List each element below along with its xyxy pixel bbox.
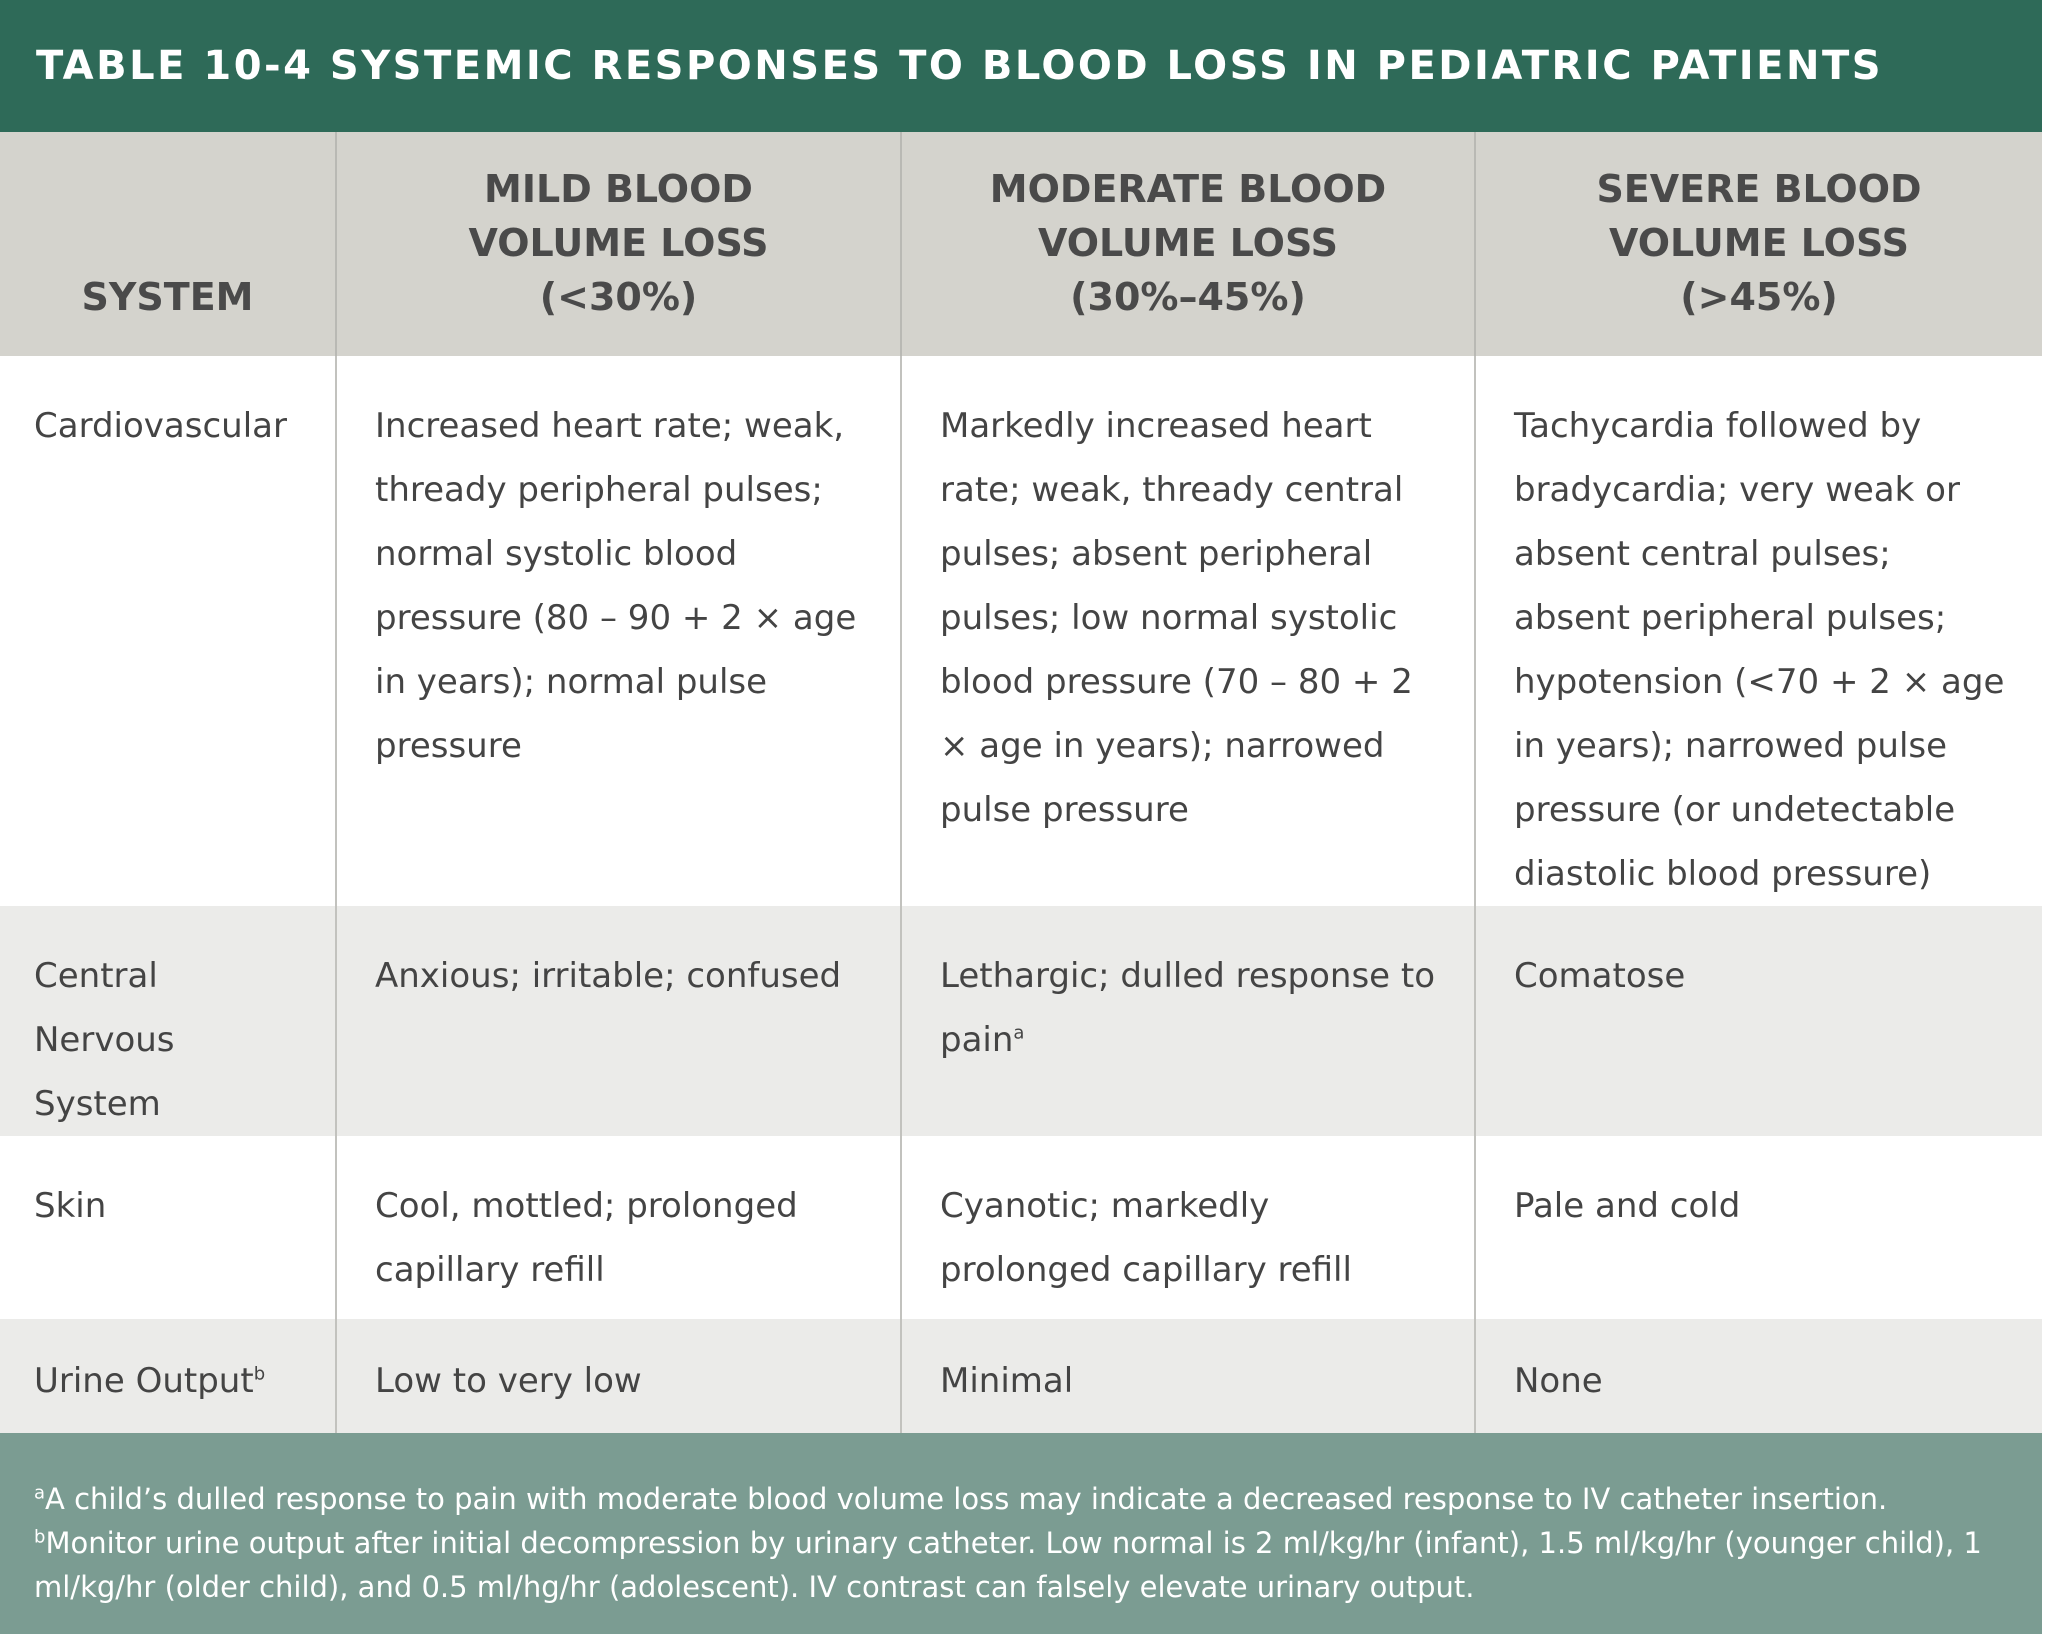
blood-loss-table: SYSTEM MILD BLOOD VOLUME LOSS (<30%) MOD…	[0, 132, 2042, 1433]
footnote-a-mark: a	[34, 1482, 46, 1504]
footnotes: aA child’s dulled response to pain with …	[0, 1433, 2042, 1634]
cell-system-urine-text: Urine Output	[34, 1361, 254, 1401]
footnote-a-text: A child’s dulled response to pain with m…	[45, 1482, 1888, 1516]
header-moderate-line3: (30%–45%)	[1070, 275, 1306, 319]
footnote-marker-a: a	[1013, 1022, 1025, 1044]
cell-system-skin: Skin	[0, 1136, 337, 1319]
header-moderate-line1: MODERATE BLOOD	[989, 167, 1387, 211]
footnote-b-mark: b	[34, 1526, 46, 1548]
header-mild-line1: MILD BLOOD	[484, 167, 753, 211]
cell-system-urine: Urine Outputb	[0, 1319, 337, 1433]
footnote-a: aA child’s dulled response to pain with …	[34, 1477, 2006, 1521]
cell-mild-cardiovascular: Increased heart rate; weak, thready peri…	[336, 356, 902, 906]
header-severe: SEVERE BLOOD VOLUME LOSS (>45%)	[1475, 132, 2042, 356]
cell-system-cardiovascular: Cardiovascular	[0, 356, 337, 906]
header-moderate: MODERATE BLOOD VOLUME LOSS (30%–45%)	[901, 132, 1476, 356]
footnote-b: bMonitor urine output after initial deco…	[34, 1521, 2006, 1609]
cell-mild-cns: Anxious; irritable; confused	[336, 906, 902, 1136]
cell-severe-cardiovascular: Tachycardia followed by bradycardia; ver…	[1475, 356, 2042, 906]
table-title: TABLE 10-4 SYSTEMIC RESPONSES TO BLOOD L…	[0, 0, 2042, 132]
table-row-skin: Skin Cool, mottled; prolonged capillary …	[0, 1136, 2042, 1319]
header-severe-line1: SEVERE BLOOD	[1596, 167, 1922, 211]
footnote-b-text: Monitor urine output after initial decom…	[34, 1526, 1982, 1604]
cell-mild-urine: Low to very low	[336, 1319, 902, 1433]
cell-moderate-cns-text: Lethargic; dulled response to pain	[940, 956, 1436, 1060]
cell-moderate-skin: Cyanotic; markedly prolonged capillary r…	[901, 1136, 1476, 1319]
cell-severe-skin: Pale and cold	[1475, 1136, 2042, 1319]
header-severe-line3: (>45%)	[1680, 275, 1838, 319]
header-system: SYSTEM	[0, 132, 337, 356]
cell-severe-urine: None	[1475, 1319, 2042, 1433]
cell-moderate-cardiovascular: Markedly increased heart rate; weak, thr…	[901, 356, 1476, 906]
cell-moderate-cns: Lethargic; dulled response to paina	[901, 906, 1476, 1136]
cell-severe-cns: Comatose	[1475, 906, 2042, 1136]
table-row-cardiovascular: Cardiovascular Increased heart rate; wea…	[0, 356, 2042, 906]
footnote-marker-b: b	[253, 1363, 266, 1385]
header-mild: MILD BLOOD VOLUME LOSS (<30%)	[336, 132, 902, 356]
table-row-urine: Urine Outputb Low to very low Minimal No…	[0, 1319, 2042, 1433]
header-mild-line3: (<30%)	[539, 275, 698, 319]
header-mild-line2: VOLUME LOSS	[468, 221, 769, 265]
header-moderate-line2: VOLUME LOSS	[1038, 221, 1338, 265]
header-severe-line2: VOLUME LOSS	[1609, 221, 1909, 265]
cell-moderate-urine: Minimal	[901, 1319, 1476, 1433]
header-row: SYSTEM MILD BLOOD VOLUME LOSS (<30%) MOD…	[0, 132, 2042, 356]
cell-system-cns: Central Nervous System	[0, 906, 337, 1136]
table-row-cns: Central Nervous System Anxious; irritabl…	[0, 906, 2042, 1136]
cell-mild-skin: Cool, mottled; prolonged capillary refil…	[336, 1136, 902, 1319]
